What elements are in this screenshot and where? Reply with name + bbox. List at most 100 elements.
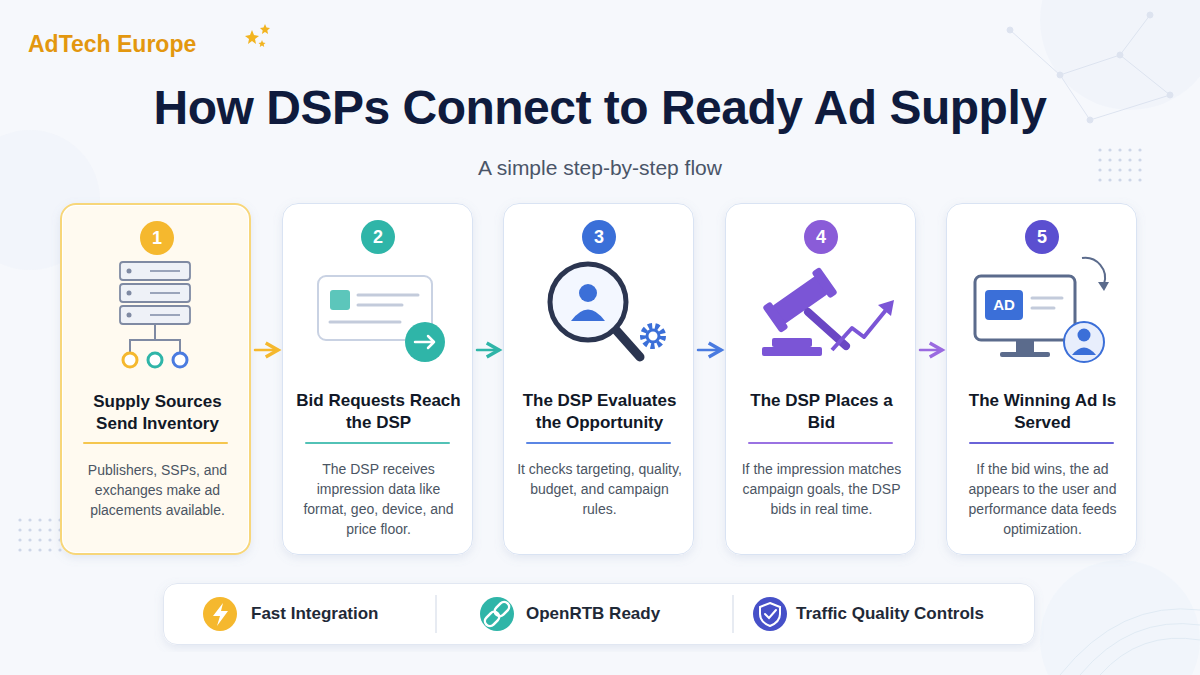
dot-grid (28, 518, 31, 521)
dot-grid (18, 538, 21, 541)
decoration (1117, 52, 1123, 58)
step-card: Supply Sources Send InventoryPublishers,… (60, 203, 251, 555)
server-icon (150, 314, 180, 316)
dot-grid (1108, 178, 1111, 181)
band-divider (732, 595, 734, 633)
decoration (1040, 0, 1200, 110)
step-card: The DSP Places a BidIf the impression ma… (725, 203, 916, 555)
heading-underline (84, 442, 1113, 444)
dot-grid (1118, 168, 1121, 171)
lightning-icon (213, 603, 228, 626)
dot-grid (1108, 158, 1111, 161)
step-card: The DSP Evaluates the Opportunity It chec… (503, 203, 694, 555)
dot-grid (28, 528, 31, 531)
request-icon (405, 322, 445, 362)
dot-grid (48, 518, 51, 521)
decoration (1090, 95, 1170, 120)
dot-grid (48, 548, 51, 551)
dot-grid (1108, 168, 1111, 171)
dot-grid (38, 528, 41, 531)
shield-icon (753, 597, 787, 631)
flow-arrow (255, 349, 278, 352)
logo-stars (245, 30, 259, 44)
heading-underline (84, 442, 227, 444)
dot-grid (18, 518, 21, 521)
step-body: Publishers, SSPs, and exchanges make ad … (75, 460, 240, 520)
feature-band: Fast IntegrationOpenRTB ReadyTraffic Qua… (163, 583, 1035, 645)
gavel-icon (762, 267, 894, 356)
monitor-icon (1098, 282, 1109, 291)
step-number-badge: 4 (804, 220, 838, 254)
dot-grid (1138, 168, 1141, 171)
dot-grid (58, 548, 61, 551)
magnifier-icon (550, 264, 663, 357)
decoration (1167, 92, 1173, 98)
request-icon (358, 294, 418, 297)
heading-underline (527, 442, 670, 444)
request-icon (415, 336, 434, 348)
decoration (1080, 624, 1200, 675)
server-icon (120, 262, 190, 280)
card-fill (503, 203, 694, 555)
step-heading: Supply Sources Send Inventory (72, 391, 243, 435)
monitor-icon (975, 258, 1109, 362)
link-icon (483, 600, 511, 628)
heading-underline (749, 442, 892, 444)
card-fill (60, 203, 251, 555)
step-card: The Winning Ad Is ServedIf the bid wins,… (946, 203, 1137, 555)
feature-band-fill (163, 583, 1035, 645)
step-body: It checks targeting, quality, budget, an… (517, 459, 682, 519)
dot-grid (28, 538, 31, 541)
gavel-icon (772, 338, 812, 347)
monitor-icon (1000, 352, 1050, 357)
monitor-icon (1032, 307, 1054, 310)
monitor-icon (975, 276, 1075, 340)
step-body: If the impression matches campaign goals… (739, 459, 904, 519)
dot-grid (38, 518, 41, 521)
card-fill (282, 203, 473, 555)
step-number-badge: 5 (1025, 220, 1059, 254)
dot-grid (1098, 158, 1101, 161)
lightning-icon (203, 597, 237, 631)
heading-underline (306, 442, 449, 444)
server-icon (120, 262, 190, 324)
decoration (1060, 609, 1200, 675)
server-icon (130, 324, 180, 353)
monitor-icon (1082, 258, 1105, 284)
feature-label: OpenRTB Ready (526, 584, 660, 643)
monitor-icon (1072, 348, 1096, 356)
step-number: 3 (582, 220, 616, 254)
decoration (1060, 55, 1120, 75)
magnifier-icon (643, 326, 663, 346)
gavel-icon (832, 310, 886, 350)
server-icon (127, 291, 132, 296)
decoration (1147, 12, 1153, 18)
dot-grid (1138, 158, 1141, 161)
monitor-icon (1032, 297, 1062, 300)
subtitle: A simple step-by-step flow (0, 155, 1200, 181)
server-icon (150, 292, 180, 294)
decoration (1087, 117, 1093, 123)
step-body: If the bid wins, the ad appears to the u… (960, 459, 1125, 539)
logo-text: AdTech Europe (28, 30, 258, 58)
request-icon (330, 295, 418, 322)
ad-badge: AD (985, 290, 1023, 320)
monitor-icon (985, 290, 1023, 320)
server-icon (127, 313, 132, 318)
step-number: 4 (804, 220, 838, 254)
step-heading: The DSP Evaluates the Opportunity (514, 390, 685, 434)
feature-label: Fast Integration (251, 584, 379, 643)
dot-grid (1128, 178, 1131, 181)
decoration (1120, 55, 1170, 95)
step-number: 2 (361, 220, 395, 254)
step-number-badge: 3 (582, 220, 616, 254)
dot-grid (1128, 168, 1131, 171)
band-divider (435, 595, 437, 633)
decoration (1120, 15, 1150, 55)
step-number: 1 (140, 221, 174, 255)
shield-icon (760, 603, 780, 626)
dot-grid (1138, 148, 1141, 151)
page-title: How DSPs Connect to Ready Ad Supply (0, 80, 1200, 135)
dot-grid (1098, 148, 1101, 151)
